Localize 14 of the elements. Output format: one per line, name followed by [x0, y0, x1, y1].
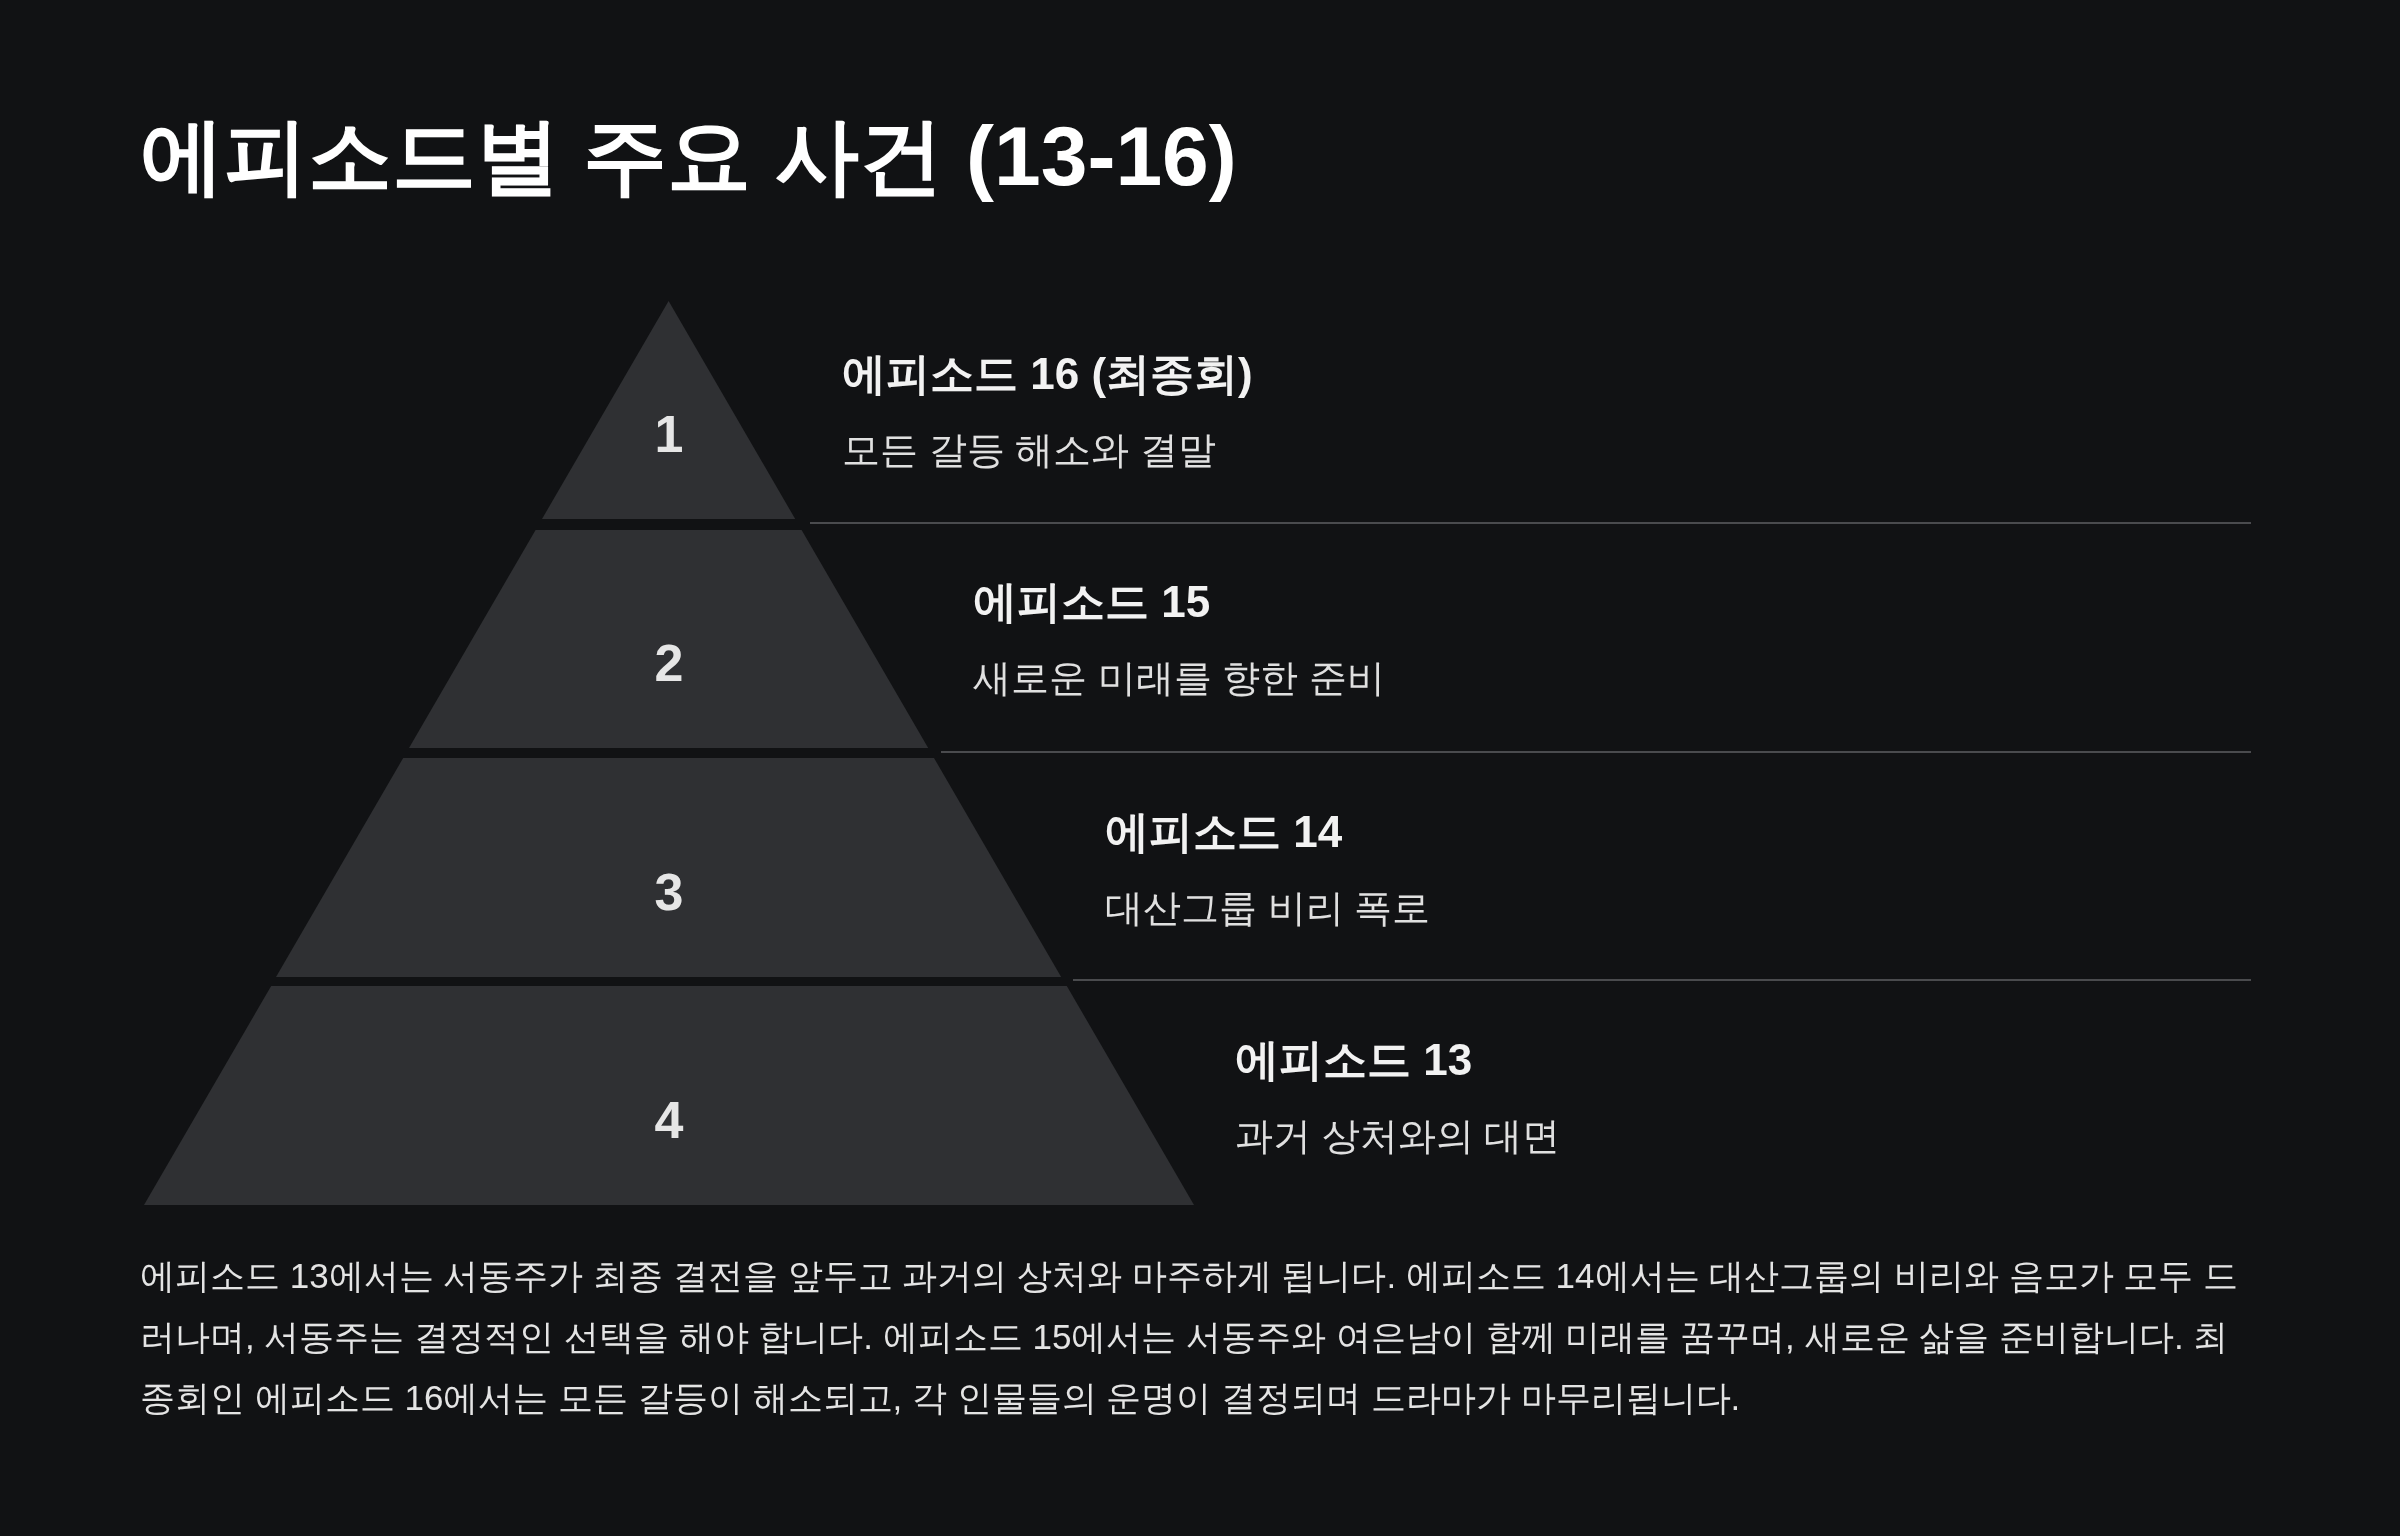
tier-number: 3 [654, 861, 684, 922]
episode-description: 모든 갈등 해소와 결말 [842, 428, 1216, 473]
episode-description: 대산그룹 비리 폭로 [1105, 886, 1431, 931]
tier-number: 1 [654, 404, 684, 464]
episode-heading: 에피소드 16 (최종회) [842, 348, 1253, 400]
episode-description: 새로운 미래를 향한 준비 [973, 656, 1385, 701]
title: 에피소드별 주요 사건 (13-16) [140, 108, 1237, 205]
tier-number: 4 [654, 1089, 684, 1150]
episode-heading: 에피소드 13 [1235, 1034, 1473, 1086]
summary-paragraph: 에피소드 13에서는 서동주가 최종 결전을 앞두고 과거의 상처와 마주하게 됩니다. 에피소드 14에서는 대산그룹의 비리와 음모가 모두 드러나며, 서동주는 결정적인 선택을 해야 합니다. 에피소드 15에서는 서동주와 여은남이 함께 미래를 꿈꾸며, 새로운 삶을 준비합니다. 최종회인 에피소드 16에서는 모든 갈등이 해소되고, 각 인물들의 운명이 결정되며 드라마가 마무리됩니다. [140, 1255, 2240, 1419]
episode-description: 과거 상처와의 대면 [1235, 1114, 1561, 1159]
episode-heading: 에피소드 14 [1105, 806, 1343, 858]
tier-number: 2 [654, 633, 684, 693]
episode-heading: 에피소드 15 [973, 576, 1211, 628]
